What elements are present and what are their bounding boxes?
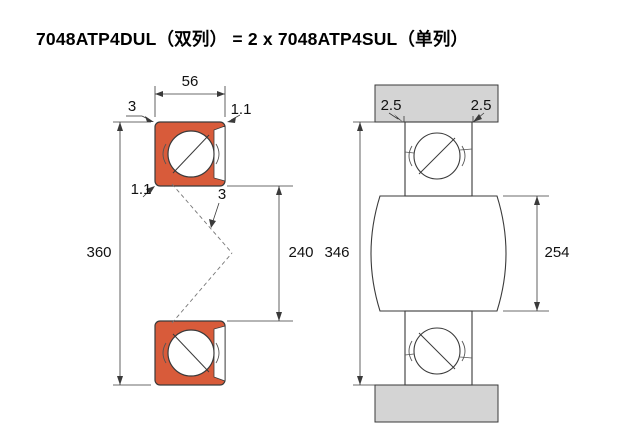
arrowhead xyxy=(534,196,540,205)
arrowhead xyxy=(276,312,282,321)
raceway-arc xyxy=(408,340,413,362)
dim-center: 3 xyxy=(217,186,227,203)
dim-chamfer-inner-left: 1.1 xyxy=(130,181,152,198)
ring-gap-line xyxy=(459,148,473,151)
ring-gap-line xyxy=(404,353,415,356)
dim-lines-shaft-abutment xyxy=(503,195,549,312)
raceway-arc xyxy=(408,145,413,167)
arrowhead xyxy=(357,122,363,131)
raceway-arc xyxy=(461,340,466,362)
contact-angle-line-lower xyxy=(171,252,233,324)
dim-width: 56 xyxy=(181,73,199,90)
dim-lines-od xyxy=(113,121,151,386)
dim-lines-housing-abutment xyxy=(353,121,402,386)
arrowhead xyxy=(394,114,403,122)
dim-bore-diameter: 240 xyxy=(288,244,314,261)
arrowhead xyxy=(473,114,482,122)
ring-gap-bottom xyxy=(213,325,226,382)
arrowhead xyxy=(145,116,154,122)
arrowhead xyxy=(117,376,123,385)
dim-shaft-abutment-diameter: 254 xyxy=(544,244,570,261)
housing-bottom xyxy=(374,384,499,423)
arrowhead xyxy=(217,91,225,97)
contact-line xyxy=(418,332,456,370)
arrowhead xyxy=(117,122,123,131)
arrowhead xyxy=(209,219,216,228)
ring-gap-line xyxy=(459,356,473,359)
arrowhead xyxy=(155,91,163,97)
dim-housing-abutment-diameter: 346 xyxy=(324,244,350,261)
page-title: 7048ATP4DUL（双列） = 2 x 7048ATP4SUL（单列） xyxy=(36,29,469,49)
contact-line xyxy=(418,137,456,175)
raceway-arc-bottom-right xyxy=(215,342,220,364)
contact-line-bottom xyxy=(172,333,210,373)
arrowhead xyxy=(146,186,155,194)
dim-fillet-left: 2.5 xyxy=(380,97,402,114)
right-figure-mounting xyxy=(353,84,549,423)
dim-lines-bore xyxy=(227,185,293,322)
leader-line xyxy=(388,112,399,120)
dim-fillet-right: 2.5 xyxy=(470,97,492,114)
raceway-arc xyxy=(461,145,466,167)
shaft xyxy=(370,195,507,312)
ring-gap-top xyxy=(213,125,226,182)
raceway-arc-bottom-left xyxy=(162,342,167,364)
dim-outer-diameter: 360 xyxy=(86,244,112,261)
dim-chamfer-top-left: 3 xyxy=(127,98,137,115)
arrowhead xyxy=(227,117,236,123)
raceway-arc-top-left xyxy=(162,143,167,165)
leader-line xyxy=(212,202,220,222)
dim-lines-width xyxy=(154,86,226,117)
arrowhead xyxy=(276,186,282,195)
left-figure-bearing-cross-section xyxy=(113,86,293,386)
raceway-arc-top-right xyxy=(215,143,220,165)
arrowhead xyxy=(534,302,540,311)
contact-angle-line-upper xyxy=(171,183,233,254)
contact-line-top xyxy=(172,134,210,174)
dim-chamfer-top-right: 1.1 xyxy=(230,101,252,118)
ring-gap-line xyxy=(404,151,415,154)
arrowhead xyxy=(357,376,363,385)
